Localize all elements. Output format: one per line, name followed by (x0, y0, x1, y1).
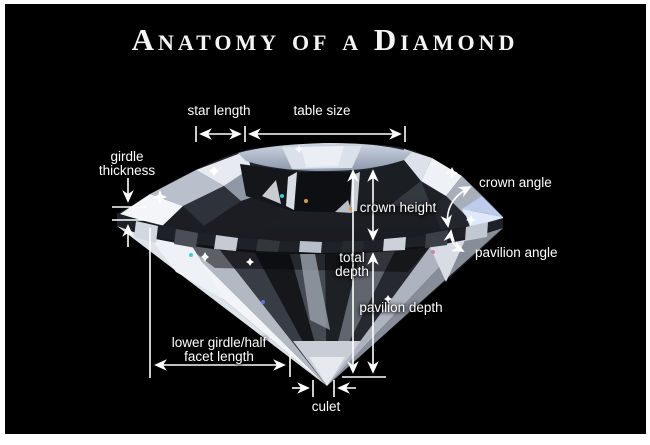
pavilion-angle-arc (443, 229, 465, 252)
diagram-title: Anatomy of a Diamond (131, 22, 519, 57)
sparkle-highlights (153, 145, 476, 304)
label-pavilion-depth: pavilion depth (359, 300, 443, 315)
label-table-size: table size (293, 103, 351, 118)
crown-angle-arc (440, 186, 472, 228)
label-crown-height: crown height (359, 200, 437, 215)
label-star-length: star length (187, 103, 251, 118)
label-girdle-thickness: girdle thickness (98, 149, 156, 178)
label-crown-angle: crown angle (479, 175, 552, 190)
table-facet (238, 143, 412, 171)
label-lower-girdle: lower girdle/half facet length (171, 335, 267, 364)
label-total-depth: total depth (335, 250, 369, 279)
label-culet: culet (311, 399, 341, 414)
label-pavilion-angle: pavilion angle (475, 245, 558, 260)
